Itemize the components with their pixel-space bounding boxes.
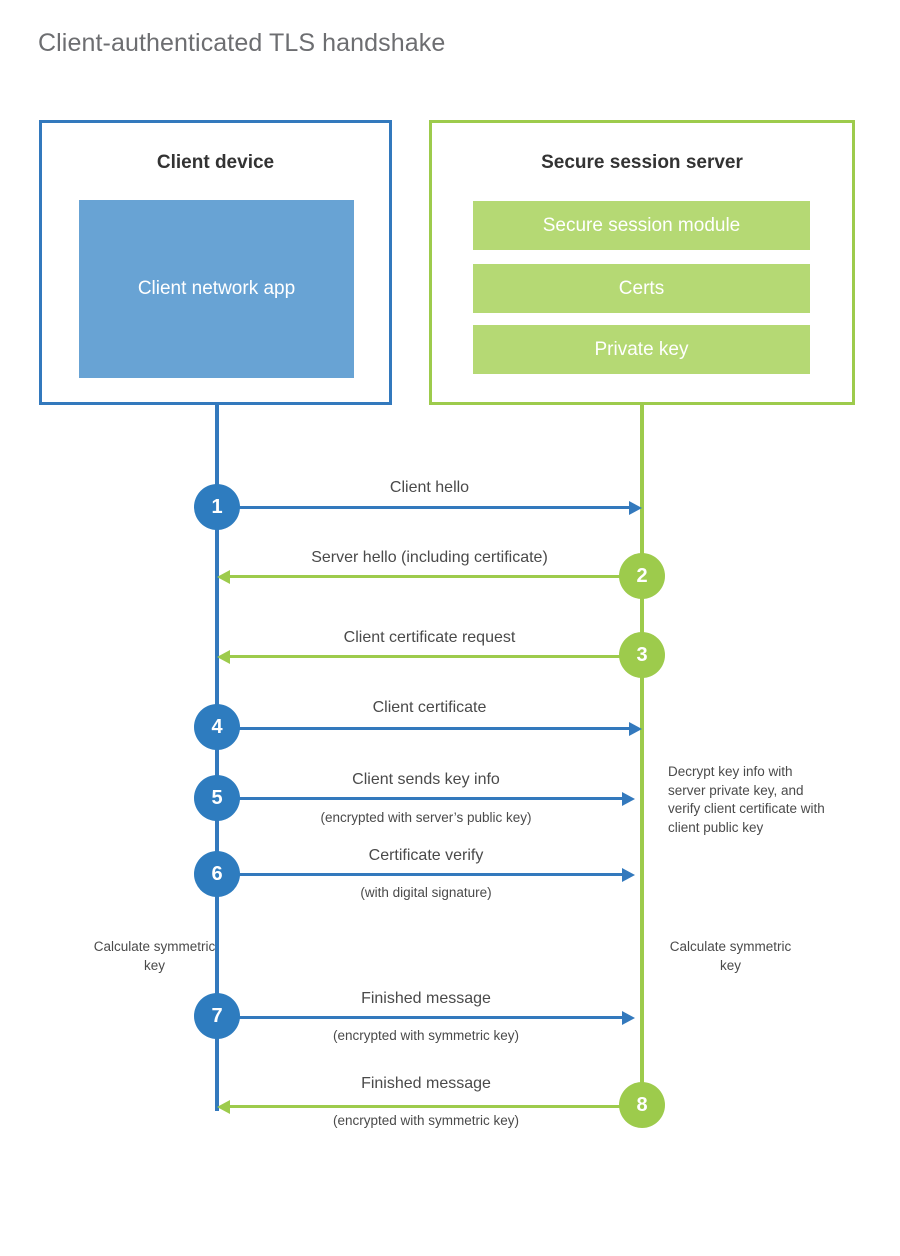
message-2-line xyxy=(230,575,642,578)
client-lifeline xyxy=(215,405,219,1111)
step-circle-3[interactable]: 3 xyxy=(619,632,665,678)
message-5-sublabel: (encrypted with server’s public key) xyxy=(320,810,532,825)
message-3-label: Client certificate request xyxy=(343,629,516,646)
message-4-label: Client certificate xyxy=(372,699,487,716)
message-2-arrowhead xyxy=(217,570,230,584)
step-circle-4[interactable]: 4 xyxy=(194,704,240,750)
message-4-line xyxy=(217,727,629,730)
client-device-box: Client device Client network app xyxy=(39,120,392,405)
server-lifeline xyxy=(640,405,644,1106)
message-4-arrowhead xyxy=(629,722,642,736)
message-1-line xyxy=(217,506,629,509)
message-3-arrowhead xyxy=(217,650,230,664)
message-2-label: Server hello (including certificate) xyxy=(311,549,548,566)
step-circle-2[interactable]: 2 xyxy=(619,553,665,599)
message-8-label: Finished message xyxy=(361,1075,491,1092)
message-5-label: Client sends key info xyxy=(352,771,500,788)
server-calculate-symmetric-key-note: Calculate symmetric key xyxy=(669,939,792,973)
secure-session-server-title: Secure session server xyxy=(541,152,743,173)
step-circle-6[interactable]: 6 xyxy=(194,851,240,897)
message-7-sublabel: (encrypted with symmetric key) xyxy=(332,1028,520,1043)
message-7-label: Finished message xyxy=(361,990,491,1007)
message-8-sublabel: (encrypted with symmetric key) xyxy=(332,1113,520,1128)
step-circle-5[interactable]: 5 xyxy=(194,775,240,821)
server-component-certs: Certs xyxy=(473,264,810,313)
message-1-label: Client hello xyxy=(389,479,470,496)
client-network-app-block: Client network app xyxy=(79,200,354,378)
message-6-arrowhead xyxy=(622,868,635,882)
client-calculate-symmetric-key-note: Calculate symmetric key xyxy=(93,939,216,973)
message-8-line xyxy=(230,1105,642,1108)
message-7-arrowhead xyxy=(622,1011,635,1025)
message-6-label: Certificate verify xyxy=(368,847,484,864)
message-1-arrowhead xyxy=(629,501,642,515)
message-7-line xyxy=(217,1016,622,1019)
message-6-sublabel: (with digital signature) xyxy=(360,885,492,900)
message-5-arrowhead xyxy=(622,792,635,806)
message-3-line xyxy=(230,655,642,658)
step-circle-7[interactable]: 7 xyxy=(194,993,240,1039)
message-6-line xyxy=(217,873,622,876)
step-circle-8[interactable]: 8 xyxy=(619,1082,665,1128)
message-8-arrowhead xyxy=(217,1100,230,1114)
server-component-secure-session-module: Secure session module xyxy=(473,201,810,250)
message-5-line xyxy=(217,797,622,800)
client-device-title: Client device xyxy=(156,152,275,173)
server-component-private-key: Private key xyxy=(473,325,810,374)
step-circle-1[interactable]: 1 xyxy=(194,484,240,530)
page-title: Client-authenticated TLS handshake xyxy=(38,29,446,57)
secure-session-server-box: Secure session server Secure session mod… xyxy=(429,120,855,405)
server-decrypt-note: Decrypt key info with server private key… xyxy=(668,764,825,835)
